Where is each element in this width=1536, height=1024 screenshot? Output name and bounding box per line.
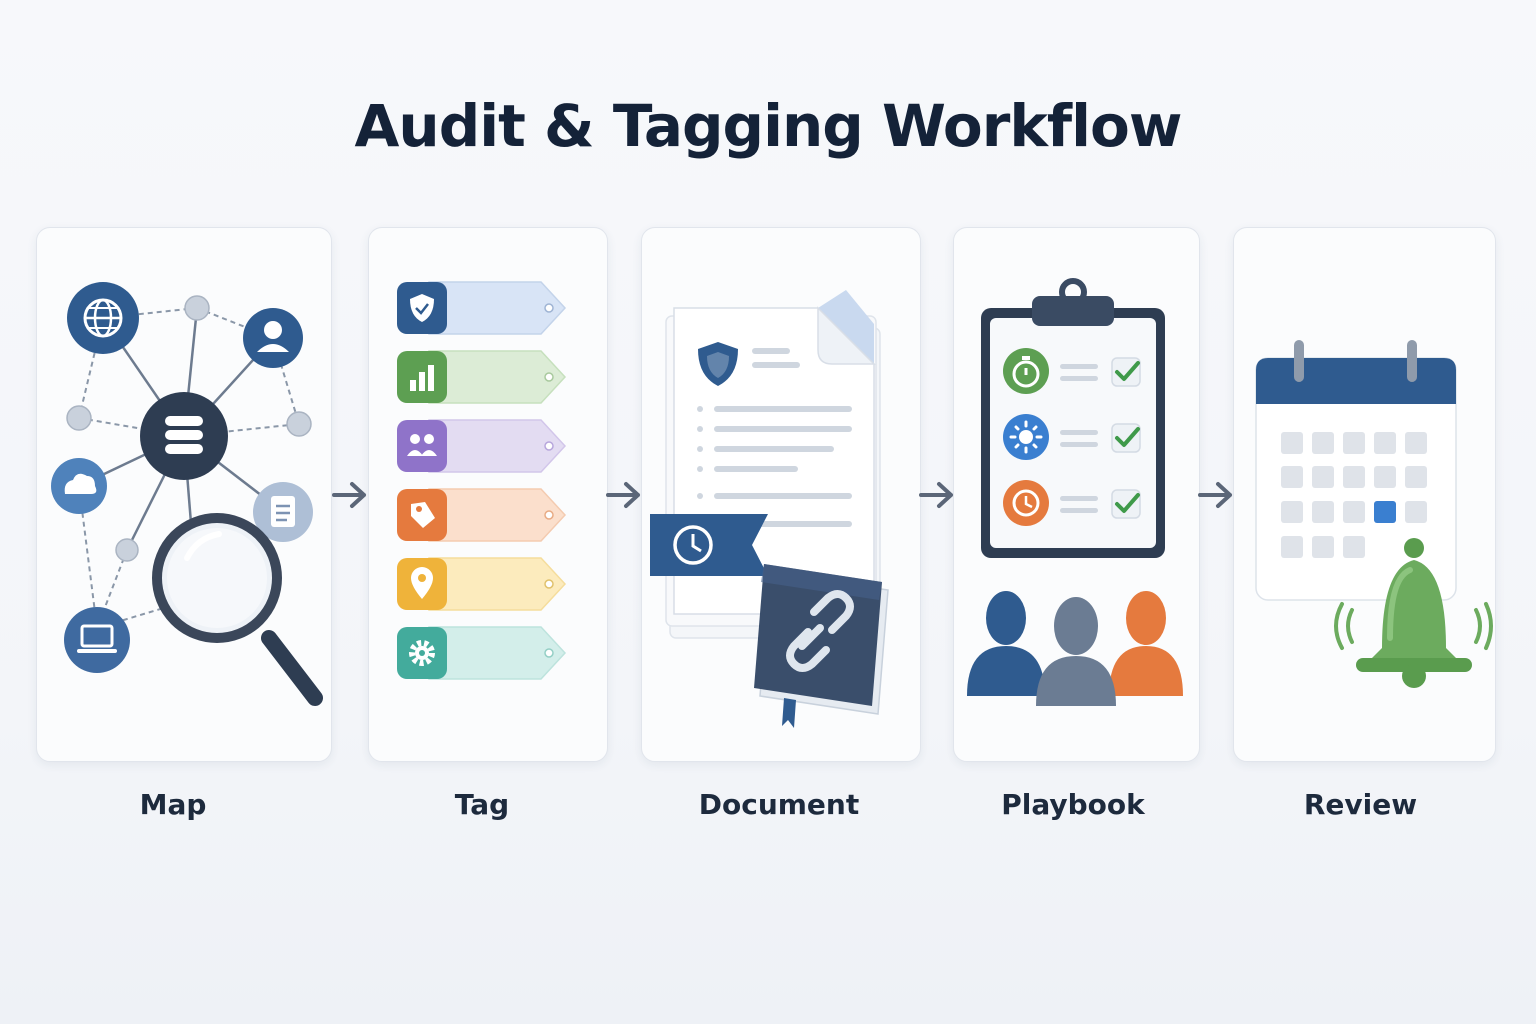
timer-icon [1003,348,1049,394]
arrow-icon [919,482,953,508]
checkmark-icon [1115,361,1140,381]
globe-icon [67,282,139,354]
document-icon [253,482,313,542]
arrow-icon [1198,482,1232,508]
link-icon [786,590,854,672]
bar-chart-icon [410,365,434,391]
gear-icon [409,640,435,666]
tag-icon [411,502,435,528]
book-icon [754,564,889,728]
playbook-illustration [967,278,1183,706]
shield-icon [410,294,434,322]
calendar-icon [1255,340,1457,601]
tag-row-people [397,419,567,473]
clock-icon [1003,480,1049,526]
tag-row-chart [397,350,567,404]
cloud-icon [51,458,107,514]
tag-row-shield [397,281,567,335]
page-title: Audit & Tagging Workflow [354,92,1183,160]
checkmark-icon [1115,493,1140,513]
magnifier-icon [152,513,323,706]
shield-icon [698,342,738,386]
step-label-document: Document [698,788,860,821]
tag-step-card [368,227,608,762]
clock-icon [673,525,713,565]
step-label-review: Review [1303,788,1418,821]
user-icon [243,308,303,368]
review-step-card [1233,227,1496,762]
document-illustration [650,290,889,728]
ribbon-banner [650,514,768,576]
playbook-step-card [953,227,1200,762]
document-step-card [641,227,921,762]
tag-row-tag [397,488,567,542]
tag-list-illustration [397,281,567,680]
review-illustration [1255,340,1493,688]
sun-icon [1003,414,1049,460]
bell-icon [1334,538,1493,688]
arrow-icon [606,482,640,508]
step-label-playbook: Playbook [1001,788,1145,821]
tag-row-gear [397,626,567,680]
network-map-illustration [51,282,323,706]
checkmark-icon [1115,427,1140,447]
laptop-icon [64,607,130,673]
step-label-map: Map [139,788,207,821]
people-icon [407,434,437,456]
database-icon [140,392,228,480]
step-label-tag: Tag [454,788,510,821]
arrow-icon [332,482,366,508]
tag-row-location [397,557,567,611]
team-icon [967,591,1183,706]
map-step-card [36,227,332,762]
location-pin-icon [411,567,433,599]
